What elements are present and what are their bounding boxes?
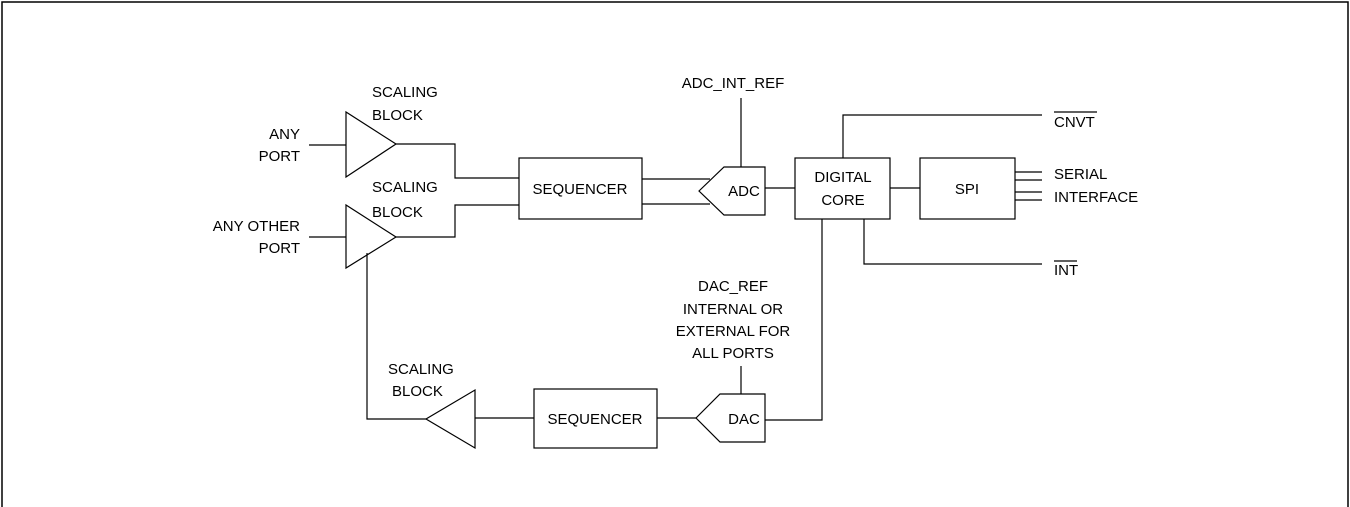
adc-int-ref-label: ADC_INT_REF (682, 75, 785, 92)
wire-digital-core-to-dac (765, 219, 823, 421)
scaling-block-top-label-2: BLOCK (372, 107, 423, 124)
scaling-block-bottom-label-1: SCALING (388, 361, 454, 378)
wire-int (863, 219, 1042, 265)
scaling-amplifier-middle (345, 203, 398, 270)
any-other-port-label-2: PORT (259, 240, 300, 257)
any-port-label-1: ANY (269, 126, 300, 143)
dac-label: DAC (728, 411, 760, 428)
sequencer-bottom-label: SEQUENCER (547, 411, 642, 428)
scaling-amplifier-bottom (424, 388, 476, 450)
dac-ref-label-3: EXTERNAL FOR (676, 323, 791, 340)
scaling-block-bottom-label-2: BLOCK (392, 383, 443, 400)
serial-interface-label-1: SERIAL (1054, 166, 1107, 183)
dac-block (695, 393, 766, 443)
sequencer-bottom-block (533, 388, 658, 449)
scaling-amplifier-top (345, 110, 398, 179)
wire-top-amp-to-sequencer (396, 143, 519, 179)
int-label: INT (1054, 262, 1078, 279)
digital-core-block (794, 157, 891, 220)
scaling-block-top-label-1: SCALING (372, 84, 438, 101)
sequencer-top-label: SEQUENCER (532, 181, 627, 198)
any-port-label-2: PORT (259, 148, 300, 165)
sequencer-top-block (518, 157, 643, 220)
dac-ref-label-4: ALL PORTS (692, 345, 774, 362)
wire-bottom-amp-to-middle-amp (366, 253, 426, 420)
digital-core-label-2: CORE (821, 192, 864, 209)
any-other-port-label-1: ANY OTHER (213, 218, 300, 235)
scaling-block-middle-label-1: SCALING (372, 179, 438, 196)
adc-block (698, 166, 766, 216)
wire-middle-amp-to-sequencer (396, 204, 519, 238)
dac-ref-label-1: DAC_REF (698, 278, 768, 295)
adc-label: ADC (728, 183, 760, 200)
dac-ref-label-2: INTERNAL OR (683, 301, 783, 318)
scaling-block-middle-label-2: BLOCK (372, 204, 423, 221)
spi-block (919, 157, 1016, 220)
spi-label: SPI (955, 181, 979, 198)
serial-interface-label-2: INTERFACE (1054, 189, 1138, 206)
digital-core-label-1: DIGITAL (814, 169, 871, 186)
wire-cnvt (842, 114, 1042, 158)
cnvt-label: CNVT (1054, 114, 1095, 131)
